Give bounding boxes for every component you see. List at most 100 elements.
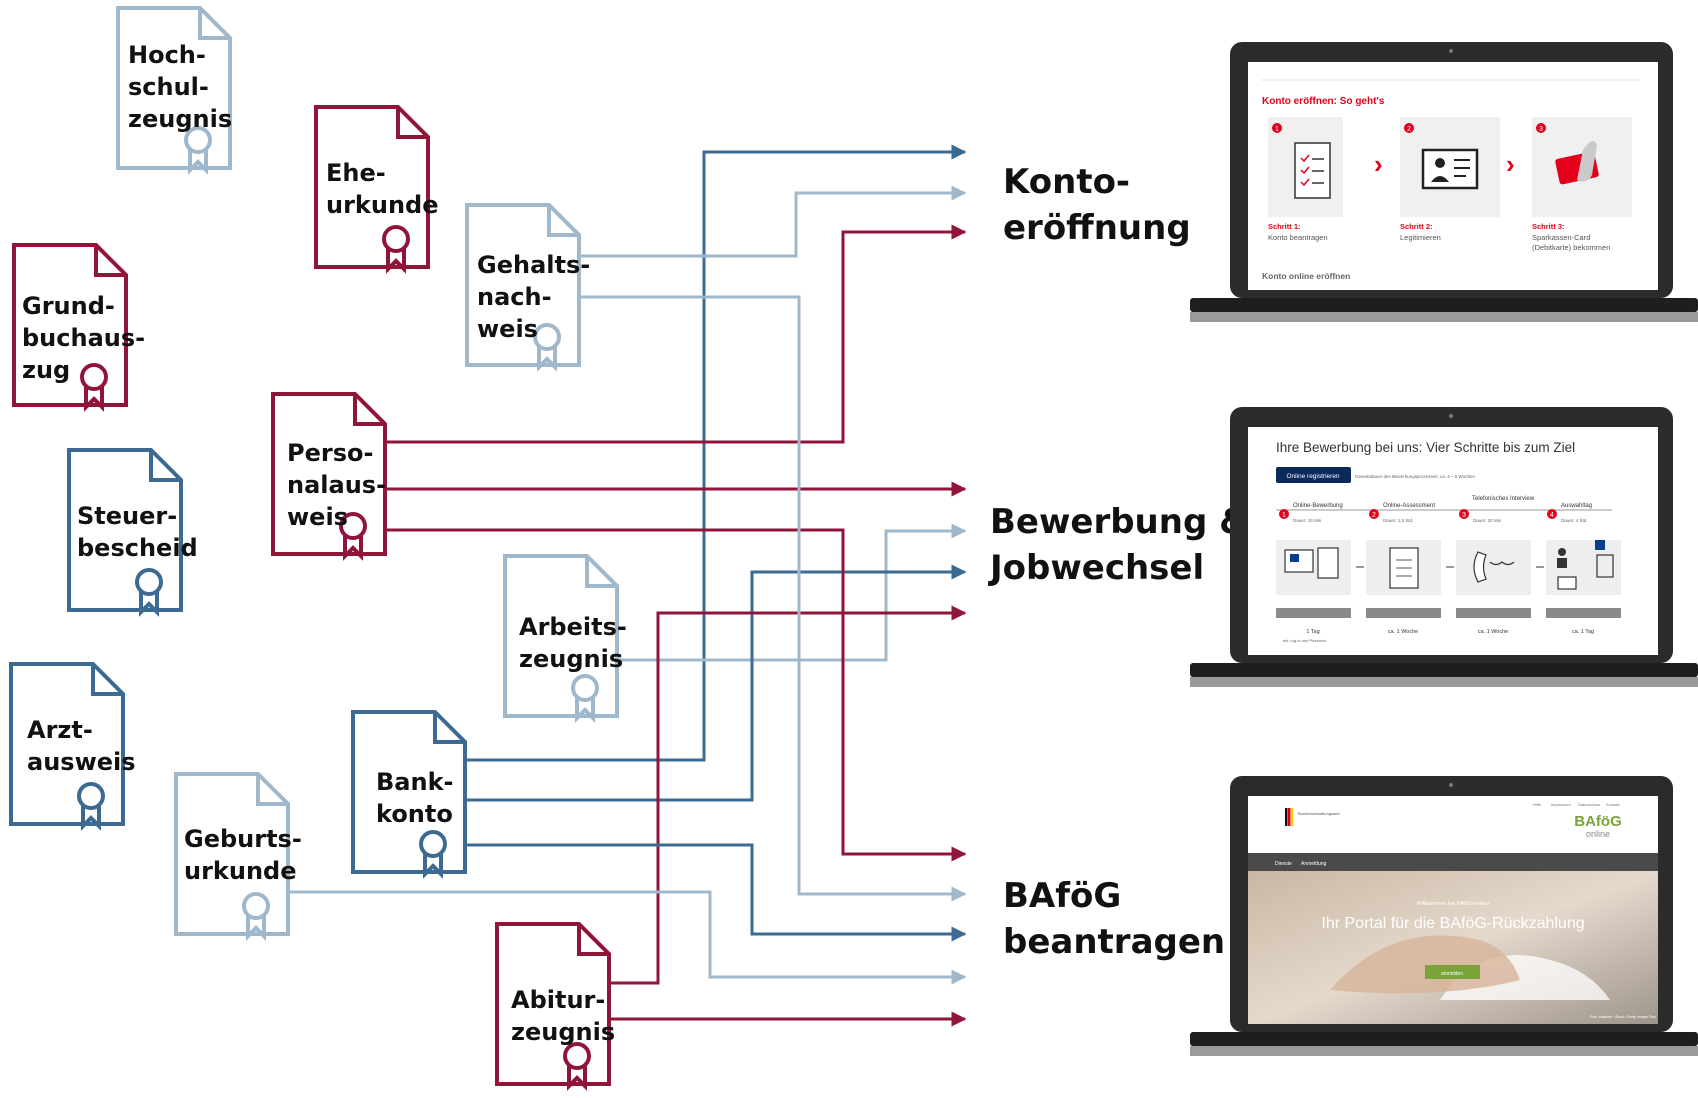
laptop-bafoeg: Bundesverwaltungsamt Hilfe Impressum Dat… (1190, 776, 1698, 1056)
laptop-konto: Konto eröffnen: So geht's 1 Schritt 1: K… (1190, 42, 1698, 322)
document-steuerbescheid: Steuer-bescheid (67, 448, 198, 617)
document-grundbuchauszug: Grund-buchaus-zug (12, 243, 145, 412)
document-label: urkunde (184, 857, 297, 885)
form-icon (1389, 547, 1419, 589)
svg-text:anmelden: anmelden (1441, 971, 1463, 977)
document-icon (1317, 547, 1339, 579)
seal-icon (242, 892, 270, 920)
target-label: BAföG (1003, 876, 1121, 916)
document-fold (198, 8, 230, 40)
ribbon-icon (386, 247, 406, 274)
document-label: Grund- (22, 292, 115, 320)
laptop-base (1190, 1046, 1698, 1056)
document-label: Gehalts- (477, 251, 590, 279)
login-button[interactable] (1425, 965, 1480, 979)
svg-text:1: 1 (1282, 512, 1286, 519)
seal-icon (339, 512, 367, 540)
svg-text:ca. 1 Woche: ca. 1 Woche (1388, 629, 1418, 635)
document-personalausweis: Perso-nalaus-weis (271, 392, 387, 561)
document-icons: Hoch-schul-zeugnisEhe-urkundeGehalts-nac… (9, 6, 627, 1091)
ribbon-icon (188, 148, 208, 175)
ribbon-icon (423, 852, 443, 879)
seal-icon (563, 1042, 591, 1070)
laptop-base (1190, 677, 1698, 687)
konto-online-link[interactable]: Konto online eröffnen (1262, 271, 1350, 281)
top-link-datenschutz[interactable]: Datenschutz (1578, 802, 1600, 807)
connection-bankkonto-to-bafoeg (465, 843, 967, 942)
connection-personalausweis-to-kontoeroeffnung (385, 224, 967, 444)
ribbon-icon (81, 804, 101, 831)
tab-online-registrieren[interactable] (1276, 467, 1351, 483)
document-label: konto (376, 800, 453, 828)
top-link-kontakt[interactable]: Kontakt (1606, 802, 1620, 807)
document-fold (585, 556, 617, 588)
seal-icon (77, 782, 105, 810)
svg-text:Online-Assessment: Online-Assessment (1383, 503, 1435, 509)
person-icon (1558, 548, 1566, 556)
seal-icon (135, 568, 163, 596)
seal-icon (184, 126, 212, 154)
connection-abiturzeugnis-to-bewerbung (609, 605, 967, 985)
phone-icon (1473, 551, 1487, 583)
target-label: Konto- (1003, 162, 1130, 202)
ribbon-icon (84, 385, 104, 412)
ribbon-icon (537, 345, 557, 372)
svg-text:2: 2 (1407, 126, 1411, 133)
ribbon-icon (343, 534, 363, 561)
document-fold (433, 712, 465, 744)
bewerbung-step-1: 1 Online-Bewerbung Dauer: 15 Min 1 Tag m… (1276, 503, 1351, 643)
nav-dienste[interactable]: Dienste (1275, 861, 1292, 867)
top-link-impressum[interactable]: Impressum (1551, 802, 1571, 807)
connection-arbeitszeugnis-to-bewerbung (617, 523, 967, 662)
svg-text:Schritt 1:: Schritt 1: (1268, 222, 1301, 231)
document-bankkonto: Bank-konto (351, 710, 467, 879)
document-label: Abitur- (511, 986, 605, 1014)
document-fold (94, 245, 126, 277)
laptop-bewerbung: Ihre Bewerbung bei uns: Vier Schritte bi… (1190, 407, 1698, 687)
laptop-hinge (1190, 1032, 1698, 1046)
svg-text:Schritt 3:: Schritt 3: (1532, 222, 1565, 231)
top-link-hilfe[interactable]: Hilfe (1533, 802, 1542, 807)
svg-text:(Debitkarte) bekommen: (Debitkarte) bekommen (1532, 243, 1610, 252)
connection-gehaltsnachweis-to-kontoeroeffnung (579, 185, 967, 258)
building-icon (1596, 554, 1614, 578)
chevron-right-icon: › (1506, 149, 1515, 179)
konto-step-2: 2 Schritt 2: Legitimieren (1400, 117, 1500, 242)
target-label: eröffnung (1003, 208, 1191, 248)
bafoeg-logo-sub: online (1586, 829, 1610, 839)
document-label: zeugnis (511, 1018, 615, 1046)
document-label: Bank- (376, 768, 454, 796)
flag-gold (1291, 808, 1294, 826)
welcome-text: Willkommen bei BAföG-online (1416, 901, 1489, 907)
seal-icon (382, 225, 410, 253)
nav-anmeldung[interactable]: Anmeldung (1301, 861, 1327, 867)
svg-text:Legitimieren: Legitimieren (1400, 233, 1441, 242)
bewerbung-step-3: 3 Telefonisches Interview Dauer: 30 Min … (1456, 496, 1535, 635)
document-hochschulzeugnis: Hoch-schul-zeugnis (116, 6, 232, 175)
chevron-right-icon: › (1374, 149, 1383, 179)
target-label: Bewerbung & (990, 502, 1249, 542)
svg-text:3: 3 (1462, 512, 1466, 519)
document-label: Ehe- (326, 159, 386, 187)
document-label: Arzt- (27, 716, 93, 744)
bewerbung-screen-title: Ihre Bewerbung bei uns: Vier Schritte bi… (1276, 440, 1575, 455)
laptop-camera (1449, 49, 1453, 53)
seal-icon (533, 323, 561, 351)
svg-text:ca. 1 Tag: ca. 1 Tag (1572, 629, 1594, 635)
connection-bankkonto-to-kontoeroeffnung (465, 144, 967, 762)
document-arbeitszeugnis: Arbeits-zeugnis (503, 554, 627, 723)
document-label: schul- (128, 73, 209, 101)
document-fold (396, 107, 428, 139)
document-label: zeugnis (128, 105, 232, 133)
svg-text:mit Log-in und Passwort: mit Log-in und Passwort (1283, 638, 1327, 643)
laptop-hinge (1190, 663, 1698, 677)
document-icon (9, 662, 125, 826)
logo-icon (1595, 540, 1605, 550)
document-label: Geburts- (184, 825, 302, 853)
document-icon (174, 772, 290, 936)
ribbon-icon (575, 696, 595, 723)
laptop-camera (1449, 783, 1453, 787)
